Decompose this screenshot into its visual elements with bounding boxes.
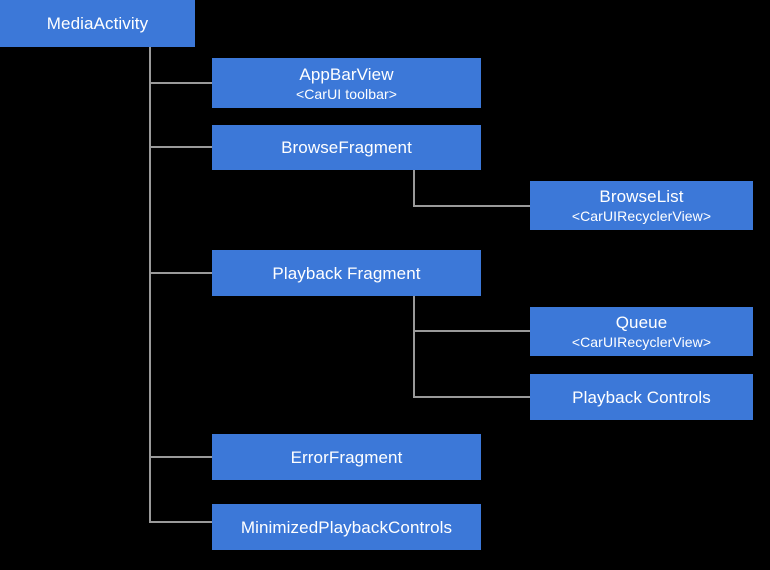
node-queue[interactable]: Queue <CarUIRecyclerView> [530, 307, 753, 356]
node-browselist[interactable]: BrowseList <CarUIRecyclerView> [530, 181, 753, 230]
connector-to-minimizedplaybackcontrols [149, 521, 212, 523]
connector-to-playbackfragment [149, 272, 212, 274]
node-playback-controls[interactable]: Playback Controls [530, 374, 753, 420]
connector-browsefragment-dropline [413, 170, 415, 207]
node-mediaactivity-label: MediaActivity [46, 14, 149, 33]
connector-to-playback-controls [413, 396, 530, 398]
node-appbarview-subtitle: <CarUI toolbar> [295, 85, 398, 102]
node-appbarview[interactable]: AppBarView <CarUI toolbar> [212, 58, 481, 108]
connector-to-appbarview [149, 82, 212, 84]
connector-to-browsefragment [149, 146, 212, 148]
node-playback-fragment[interactable]: Playback Fragment [212, 250, 481, 296]
node-browsefragment[interactable]: BrowseFragment [212, 125, 481, 170]
node-appbarview-label: AppBarView [299, 64, 394, 84]
connector-to-queue [413, 330, 530, 332]
connector-mediaactivity-spine [149, 47, 151, 523]
node-queue-subtitle: <CarUIRecyclerView> [571, 334, 712, 350]
connector-to-errorfragment [149, 456, 212, 458]
node-errorfragment-label: ErrorFragment [290, 447, 403, 467]
node-browsefragment-label: BrowseFragment [281, 138, 412, 157]
connector-playbackfragment-dropline [413, 296, 415, 397]
node-playback-fragment-label: Playback Fragment [272, 263, 421, 283]
node-playback-controls-label: Playback Controls [572, 387, 711, 407]
connector-to-browselist [413, 205, 530, 207]
node-minimizedplaybackcontrols[interactable]: MinimizedPlaybackControls [212, 504, 481, 550]
node-minimizedplaybackcontrols-label: MinimizedPlaybackControls [240, 517, 453, 537]
node-queue-label: Queue [615, 313, 668, 332]
node-browselist-subtitle: <CarUIRecyclerView> [571, 208, 712, 224]
node-errorfragment[interactable]: ErrorFragment [212, 434, 481, 480]
node-browselist-label: BrowseList [599, 187, 684, 206]
node-mediaactivity[interactable]: MediaActivity [0, 0, 195, 47]
